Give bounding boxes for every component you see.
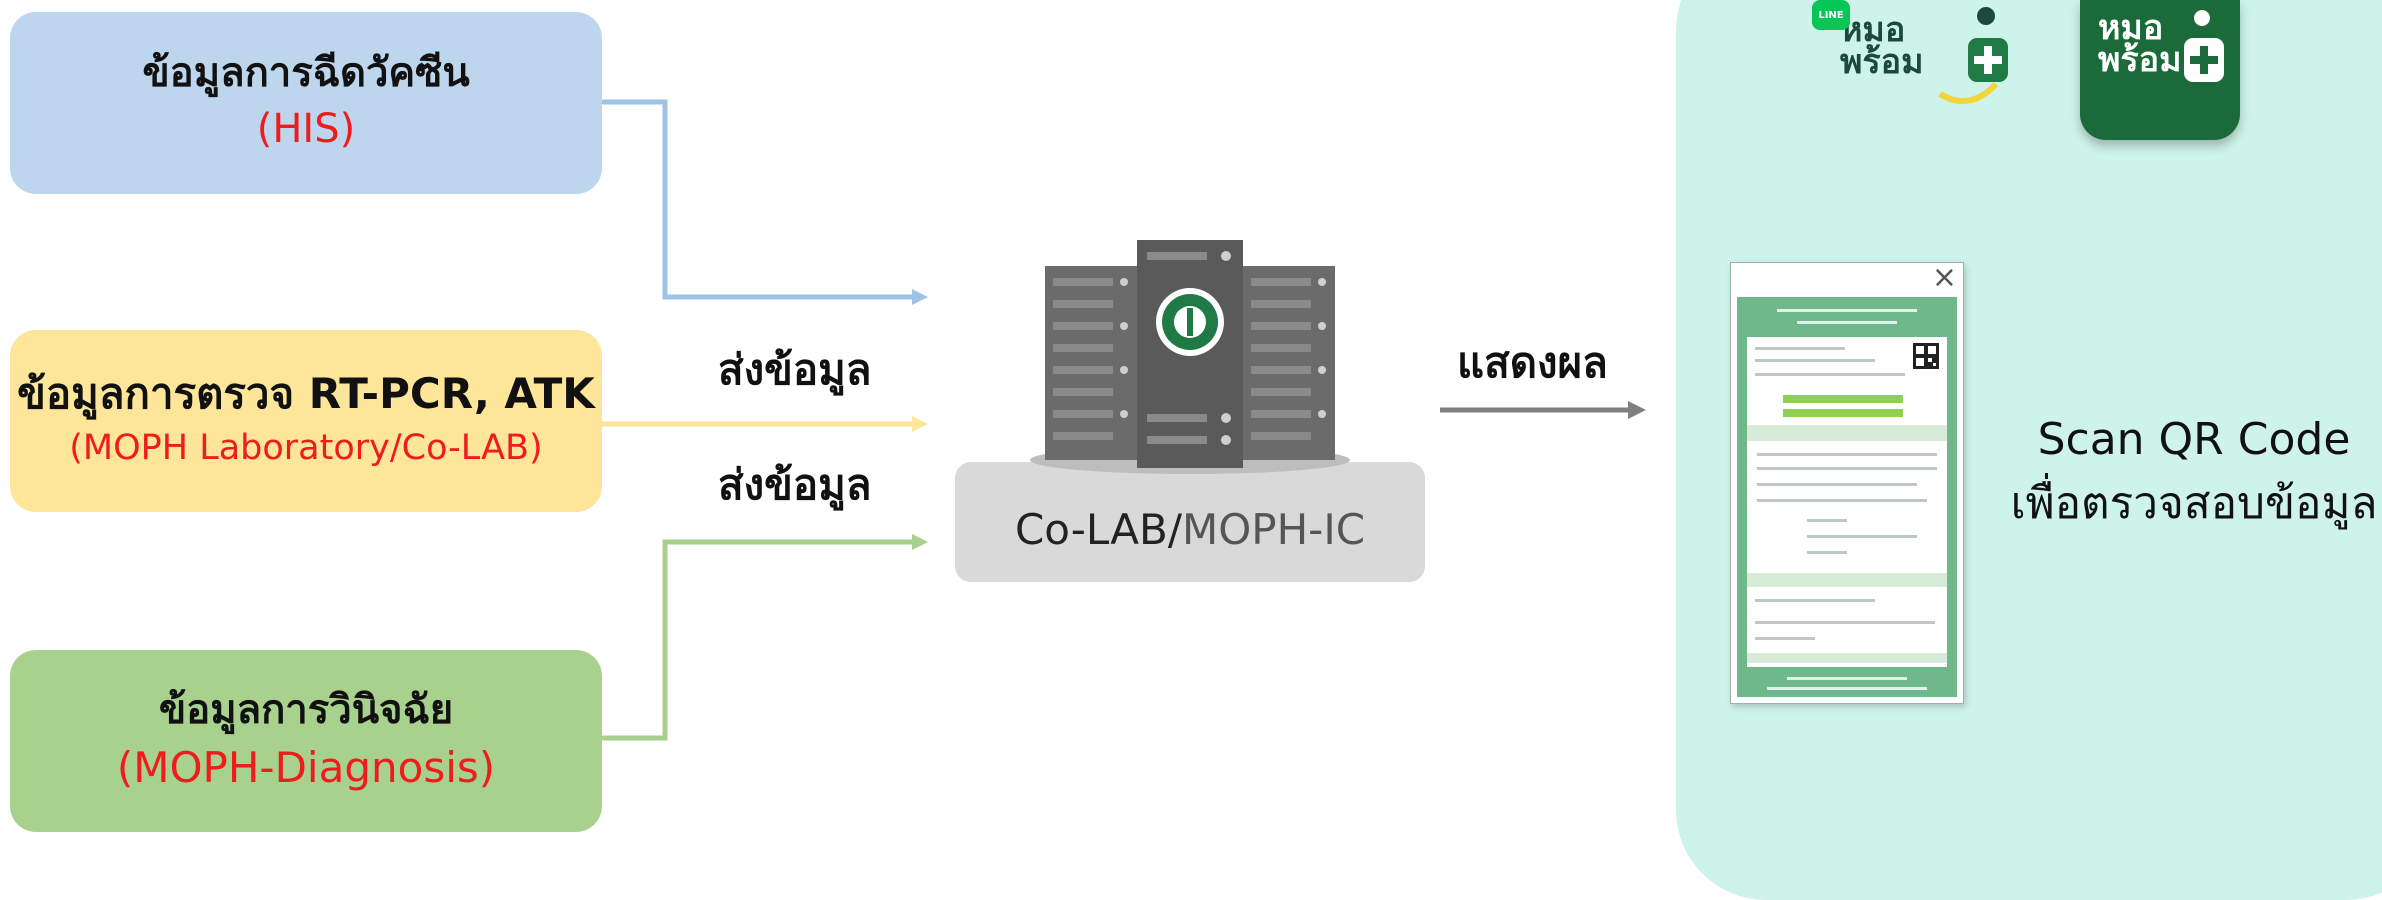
lab-arrowhead — [912, 416, 928, 432]
cert-text-line — [1757, 499, 1927, 502]
cert-header-line — [1797, 321, 1897, 324]
cert-highlight-bar — [1783, 409, 1903, 417]
server-name: Co-LAB/MOPH-IC — [1014, 505, 1366, 554]
lab-subtitle: (MOPH Laboratory/Co-LAB) — [69, 428, 543, 469]
cert-text-line — [1807, 535, 1917, 538]
diagnosis-subtitle: (MOPH-Diagnosis) — [116, 742, 496, 792]
vaccination-arrowhead — [912, 289, 928, 305]
app-stethoscope-icon — [2184, 10, 2224, 82]
vaccination-subtitle: (HIS) — [256, 106, 356, 152]
vaccination-data-box: ข้อมูลการฉีดวัคซีน (HIS) — [10, 12, 602, 194]
cert-text-line — [1755, 637, 1815, 640]
mor-prom-line-logo: หมอพร้อม — [1810, 0, 2010, 120]
cert-text-line — [1757, 453, 1937, 456]
diagnosis-arrow — [602, 539, 912, 741]
scan-line-2: เพื่อตรวจสอบข้อมูล — [2010, 477, 2378, 529]
app-icon-text: หมอพร้อม — [2098, 8, 2182, 81]
server-platform: Co-LAB/MOPH-IC — [955, 462, 1425, 582]
cert-footer-line — [1787, 677, 1907, 680]
cert-highlight-bar — [1783, 395, 1903, 403]
show-arrowhead — [1628, 401, 1646, 419]
vaccination-title: ข้อมูลการฉีดวัคซีน — [142, 50, 470, 96]
cert-text-line — [1807, 519, 1847, 522]
cert-text-line — [1755, 359, 1875, 362]
lab-title: ข้อมูลการตรวจ RT-PCR, ATK — [17, 369, 595, 419]
cert-text-line — [1755, 621, 1935, 624]
cert-text-line — [1755, 373, 1905, 376]
health-certificate-screenshot: × — [1730, 262, 1964, 704]
vaccination-arrow — [602, 99, 912, 300]
mor-prom-app-icon: หมอพร้อม — [2080, 0, 2240, 140]
send-data-label-1: ส่งข้อมูล — [718, 345, 872, 394]
cert-text-line — [1757, 467, 1937, 470]
send-data-label-2: ส่งข้อมูล — [718, 460, 872, 509]
cert-section-band — [1747, 573, 1947, 587]
scan-line-1: Scan QR Code — [2037, 414, 2351, 465]
cert-header-line — [1777, 309, 1917, 312]
stethoscope-plus-icon — [1938, 7, 2008, 104]
cert-section-band — [1747, 653, 1947, 663]
cert-text-line — [1757, 483, 1917, 486]
qr-code-icon — [1913, 343, 1939, 369]
display-result-label: แสดงผล — [1457, 338, 1608, 387]
connector-lines — [602, 99, 1646, 741]
certificate-card — [1747, 337, 1947, 667]
lab-data-box: ข้อมูลการตรวจ RT-PCR, ATK (MOPH Laborato… — [10, 330, 602, 512]
diagnosis-arrowhead — [912, 534, 928, 550]
cert-text-line — [1755, 599, 1875, 602]
cert-text-line — [1807, 551, 1847, 554]
scan-qr-instructions: Scan QR Code เพื่อตรวจสอบข้อมูล — [1984, 408, 2382, 536]
server-rack-icon — [1030, 240, 1350, 474]
logo-text: หมอพร้อม — [1840, 10, 1924, 83]
diagnosis-title: ข้อมูลการวินิจฉัย — [158, 686, 454, 733]
cert-footer-line — [1767, 687, 1927, 690]
cert-section-band — [1747, 425, 1947, 441]
close-icon: × — [1931, 260, 1957, 295]
cert-text-line — [1755, 347, 1845, 350]
line-badge: LINE — [1812, 0, 1850, 30]
diagnosis-data-box: ข้อมูลการวินิจฉัย (MOPH-Diagnosis) — [10, 650, 602, 832]
certificate-frame — [1737, 297, 1957, 697]
